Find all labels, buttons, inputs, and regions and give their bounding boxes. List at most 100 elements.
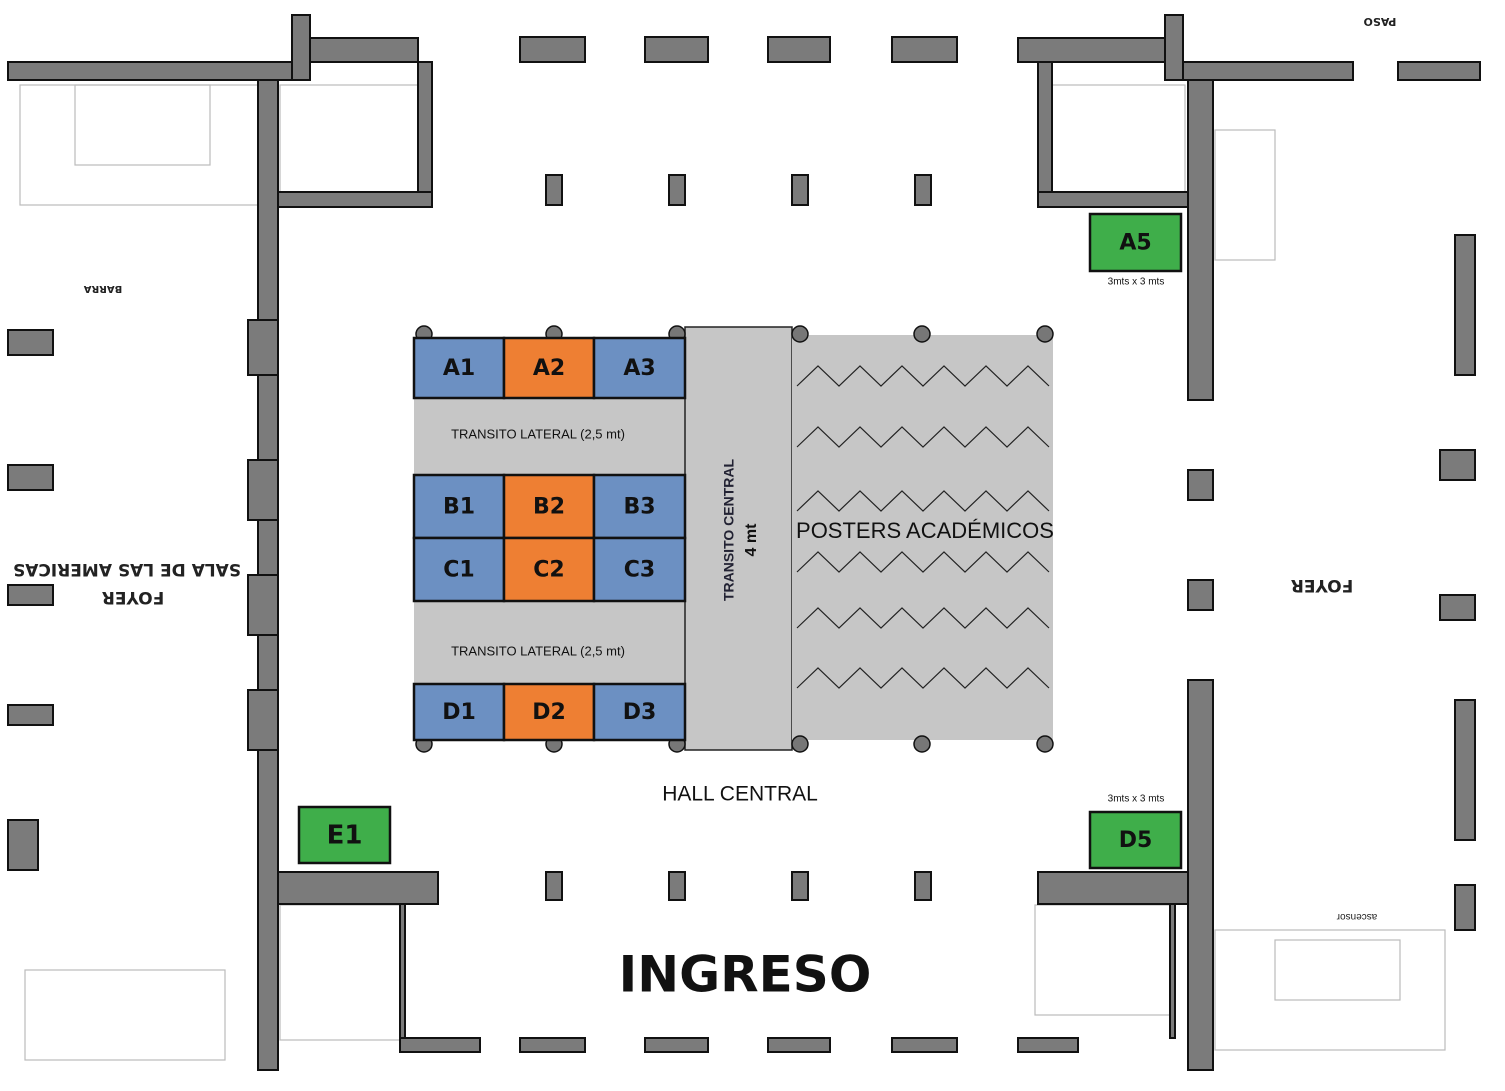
lateral-aisle-bottom-label: TRANSITO LATERAL (2,5 mt) — [451, 643, 625, 658]
wall — [914, 174, 932, 206]
booth-a5-size: 3mts x 3 mts — [1108, 277, 1165, 288]
paso-label: PASO — [1364, 15, 1397, 28]
booth-d2[interactable] — [502, 682, 596, 742]
booth-a3[interactable] — [592, 336, 687, 400]
wall — [1439, 449, 1476, 481]
column — [1036, 325, 1054, 343]
plan-line — [279, 84, 421, 196]
poster-panel — [796, 551, 1050, 573]
booth-e1[interactable] — [297, 805, 392, 865]
poster-panel — [796, 365, 1050, 387]
wall — [7, 819, 39, 871]
wall — [519, 1037, 586, 1053]
wall — [1169, 903, 1176, 1039]
posters-label: POSTERS ACADÉMICOS — [796, 518, 1054, 543]
wall — [519, 36, 586, 63]
wall — [1037, 191, 1189, 208]
plan-line — [74, 84, 211, 166]
ascensor-label: ascensor — [1336, 911, 1377, 922]
plan-line — [1044, 84, 1186, 196]
wall — [417, 61, 433, 208]
wall — [7, 61, 309, 81]
posters-label-bg — [800, 516, 1050, 546]
plan-line — [1214, 129, 1276, 261]
booth-d2-label: D2 — [532, 700, 566, 725]
barra-label: BARRA — [83, 283, 122, 294]
wall — [1454, 699, 1476, 841]
ingreso-label: INGRESO — [619, 946, 872, 1004]
booth-d5[interactable] — [1088, 810, 1183, 870]
wall — [291, 14, 311, 81]
column — [1036, 735, 1054, 753]
poster-panels — [796, 365, 1050, 689]
booth-b3[interactable] — [592, 473, 687, 540]
wall — [1187, 579, 1214, 611]
booth-d3-label: D3 — [623, 700, 657, 725]
wall — [1037, 61, 1053, 208]
booth-a5[interactable] — [1088, 212, 1183, 273]
column — [913, 325, 931, 343]
booth-d3[interactable] — [592, 682, 687, 742]
plan-line — [1274, 939, 1401, 1001]
booth-c2[interactable] — [502, 536, 596, 603]
booth-c3-label: C3 — [624, 558, 655, 583]
wall — [1187, 679, 1214, 1071]
wall — [1164, 14, 1184, 81]
booth-d5-size: 3mts x 3 mts — [1108, 794, 1165, 805]
booth-a2-label: A2 — [533, 356, 565, 381]
column — [791, 325, 809, 343]
wall — [247, 689, 279, 751]
wall — [791, 174, 809, 206]
wall — [7, 329, 54, 356]
booth-a1[interactable] — [412, 336, 506, 400]
booth-d1-label: D1 — [442, 700, 476, 725]
walls — [7, 14, 1481, 1071]
plan-line — [1034, 904, 1176, 1016]
booth-b3-label: B3 — [623, 495, 655, 520]
wall — [247, 459, 279, 521]
sala-americas-label: SALA DE LAS AMERICAS — [13, 559, 241, 579]
wall — [1017, 37, 1179, 63]
booth-d5-label: D5 — [1119, 828, 1153, 853]
wall — [1454, 884, 1476, 931]
booth-a2[interactable] — [502, 336, 596, 400]
booth-c1[interactable] — [412, 536, 506, 603]
wall — [277, 871, 439, 905]
wall — [668, 174, 686, 206]
booth-d1[interactable] — [412, 682, 506, 742]
wall — [767, 1037, 831, 1053]
wall — [1439, 594, 1476, 621]
wall — [668, 871, 686, 901]
booths — [297, 212, 1183, 870]
poster-panel — [796, 667, 1050, 689]
plan-line — [24, 969, 226, 1061]
wall — [1397, 61, 1481, 81]
wall — [1187, 79, 1214, 401]
wall — [791, 871, 809, 901]
wall — [914, 871, 932, 901]
plan-line — [279, 904, 401, 1041]
wall — [247, 319, 279, 376]
foyer-right-label: FOYER — [1291, 575, 1353, 595]
central-aisle — [684, 326, 793, 751]
foyer-left-label: FOYER — [102, 587, 164, 607]
booth-c2-label: C2 — [533, 558, 564, 583]
wall — [309, 37, 419, 63]
wall — [767, 36, 831, 63]
booth-c3[interactable] — [592, 536, 687, 603]
lateral-aisle-top-label: TRANSITO LATERAL (2,5 mt) — [451, 426, 625, 441]
lateral-aisle-bottom — [414, 601, 685, 684]
wall — [1182, 61, 1354, 81]
booth-a3-label: A3 — [623, 356, 655, 381]
booth-b1[interactable] — [412, 473, 506, 540]
poster-panel — [796, 607, 1050, 629]
booth-e1-label: E1 — [327, 821, 363, 851]
plan-line — [1214, 929, 1446, 1051]
booth-a5-label: A5 — [1119, 231, 1151, 256]
wall — [1017, 1037, 1079, 1053]
poster-panel — [796, 426, 1050, 448]
wall — [891, 1037, 958, 1053]
wall — [399, 903, 406, 1039]
